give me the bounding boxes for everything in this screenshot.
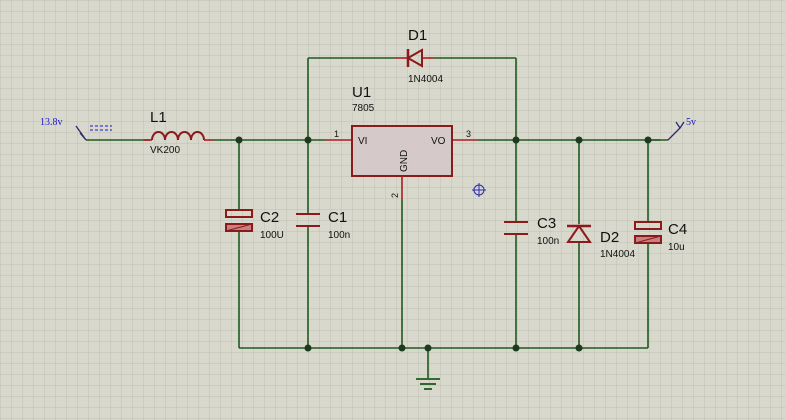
- diode-d1-value: 1N4004: [408, 74, 443, 85]
- diode-d2[interactable]: D2 1N4004: [566, 224, 635, 260]
- origin-marker-icon: [472, 183, 486, 197]
- capacitor-c3[interactable]: C3 100n: [504, 215, 559, 247]
- regulator-pin3-number: 3: [466, 129, 471, 139]
- junction-dot: [644, 136, 652, 144]
- ground-icon: [416, 378, 440, 390]
- regulator-pin2-number: 2: [390, 193, 400, 198]
- input-terminal[interactable]: 13.8v: [40, 117, 112, 141]
- capacitor-c4-value: 10u: [668, 242, 685, 253]
- junction-dot: [424, 344, 432, 352]
- junction-dot: [512, 344, 520, 352]
- junction-dot: [304, 136, 312, 144]
- output-terminal-label: 5v: [686, 117, 696, 128]
- capacitor-c3-ref: C3: [537, 215, 556, 232]
- junction-dot: [512, 136, 520, 144]
- output-terminal[interactable]: 5v: [667, 117, 696, 141]
- capacitor-c1-value: 100n: [328, 230, 350, 241]
- diode-d1[interactable]: D1 1N4004: [396, 27, 443, 85]
- capacitor-c1-ref: C1: [328, 209, 347, 226]
- junction-dot: [304, 344, 312, 352]
- regulator-body: [351, 125, 453, 177]
- capacitor-c2[interactable]: C2 100U: [225, 209, 284, 241]
- diode-d1-ref: D1: [408, 27, 427, 44]
- diode-d2-ref: D2: [600, 229, 619, 246]
- junction-dot: [575, 344, 583, 352]
- inductor-value: VK200: [150, 145, 180, 156]
- regulator-pin1-number: 1: [334, 129, 339, 139]
- capacitor-c1[interactable]: C1 100n: [296, 209, 350, 241]
- regulator-u1[interactable]: U1 7805 VI VO GND 1 3 2: [334, 84, 471, 200]
- capacitor-c2-ref: C2: [260, 209, 279, 226]
- regulator-value: 7805: [352, 103, 375, 114]
- diode-d2-value: 1N4004: [600, 249, 635, 260]
- regulator-pin-vi: VI: [358, 136, 367, 147]
- junction-dot: [398, 344, 406, 352]
- regulator-pin-gnd: GND: [399, 150, 410, 172]
- capacitor-c2-value: 100U: [260, 230, 284, 241]
- capacitor-c4-ref: C4: [668, 221, 687, 238]
- junction-dot: [575, 136, 583, 144]
- input-terminal-label: 13.8v: [40, 117, 63, 128]
- capacitor-c3-value: 100n: [537, 236, 559, 247]
- junction-dot: [235, 136, 243, 144]
- capacitor-c4[interactable]: C4 10u: [634, 221, 687, 253]
- regulator-ref: U1: [352, 84, 371, 101]
- junctions: [235, 136, 652, 352]
- inductor-ref: L1: [150, 109, 167, 126]
- regulator-pin-vo: VO: [431, 136, 446, 147]
- inductor-l1[interactable]: L1 VK200: [144, 109, 214, 156]
